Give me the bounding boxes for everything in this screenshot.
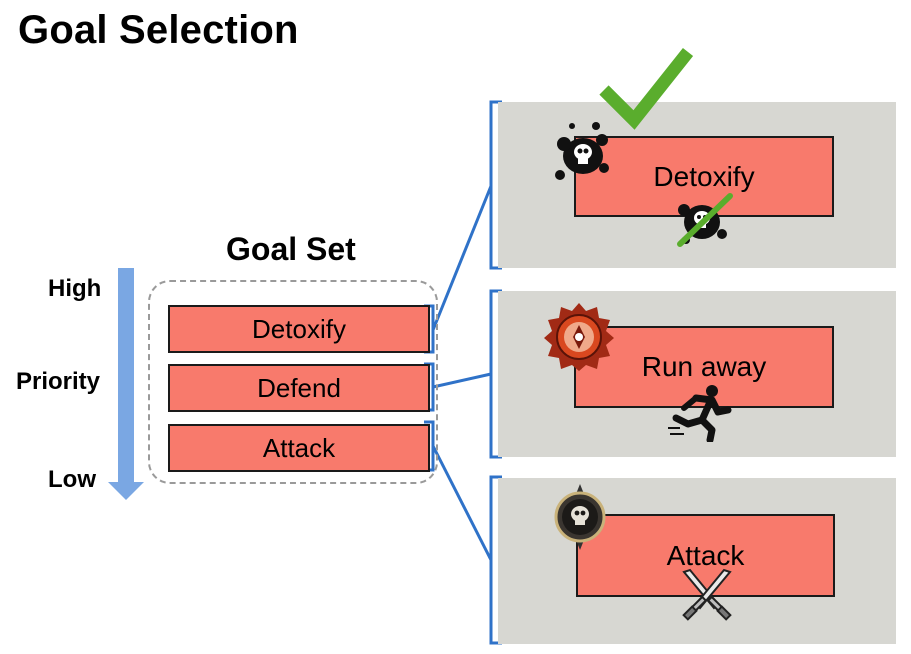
panel-brackets bbox=[489, 100, 502, 645]
poison-splat-icon bbox=[552, 120, 614, 191]
goal-item-attack: Attack bbox=[168, 424, 430, 472]
goal-set-container bbox=[148, 280, 438, 484]
crossed-swords-icon bbox=[678, 568, 736, 629]
danger-badge-icon bbox=[542, 301, 616, 376]
goal-item-detoxify: Detoxify bbox=[168, 305, 430, 353]
page-title: Goal Selection bbox=[18, 8, 299, 52]
running-person-icon bbox=[666, 384, 732, 447]
skull-shield-icon bbox=[552, 484, 608, 555]
goal-to-plan-lines bbox=[431, 185, 493, 561]
plan-box-attack: Attack bbox=[576, 514, 835, 597]
crossed-out-poison-icon bbox=[672, 190, 734, 255]
priority-low-label: Low bbox=[48, 466, 96, 493]
goal-item-defend: Defend bbox=[168, 364, 430, 412]
plan-box-run-away: Run away bbox=[574, 326, 834, 408]
priority-axis-label: Priority bbox=[16, 368, 101, 395]
priority-high-label: High bbox=[48, 275, 102, 302]
selected-checkmark-icon bbox=[598, 44, 694, 135]
goal-set-title: Goal Set bbox=[226, 231, 356, 267]
priority-arrow bbox=[108, 268, 144, 500]
